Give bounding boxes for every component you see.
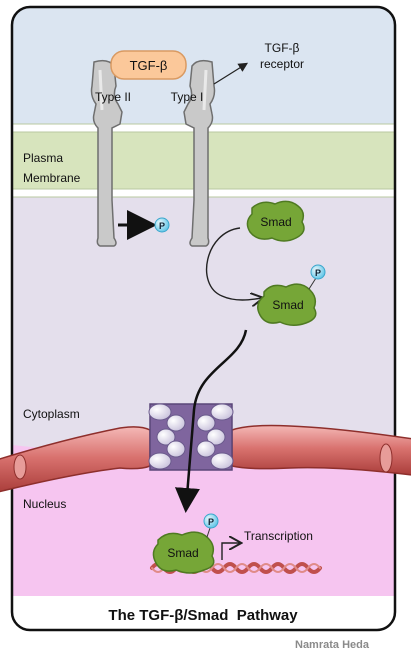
- cytoplasm-label: Cytoplasm: [23, 407, 80, 421]
- transcription-label: Transcription: [244, 529, 313, 543]
- nuclear-translocation-arrow: [174, 329, 248, 513]
- phospho-smad-protein-nucleus: [152, 531, 215, 574]
- type-i-receptor-shape: [183, 59, 216, 247]
- smad-label-3: Smad: [167, 546, 198, 560]
- tgf-beta-ligand: [110, 50, 187, 80]
- receptor-phosphate: [154, 217, 170, 233]
- smad-activation-arrow: [205, 227, 262, 300]
- svg-text:P: P: [208, 517, 214, 527]
- title-band: [12, 596, 395, 630]
- author-credit: Namrata Heda: [295, 639, 370, 651]
- phospho-smad-protein-cytoplasm: [257, 283, 317, 326]
- ligand-label: TGF-β: [130, 58, 168, 73]
- type-ii-receptor-shape: [90, 59, 123, 247]
- type-ii-label: Type II: [95, 90, 131, 104]
- membrane-label-line1: Plasma: [23, 151, 63, 165]
- smad-protein-cytoplasm: [246, 200, 305, 242]
- nucleus-label: Nucleus: [23, 497, 66, 511]
- smad-label-2: Smad: [272, 298, 303, 312]
- membrane-label-line2: Membrane: [23, 171, 81, 185]
- smad-phosphate-cytoplasm: [310, 264, 326, 280]
- svg-text:P: P: [315, 268, 321, 278]
- nuclear-pore-globules: [148, 403, 234, 470]
- smad-label-1: Smad: [260, 215, 291, 229]
- nuclear-envelope-right: [231, 424, 411, 476]
- type-i-label: Type I: [171, 90, 204, 104]
- receptor-label-line2: receptor: [260, 57, 304, 71]
- diagram-frame: [10, 5, 397, 632]
- receptor-label-line1: TGF-β: [265, 41, 300, 55]
- smad-phosphate-nucleus: [203, 513, 219, 529]
- svg-text:P: P: [159, 221, 165, 231]
- diagram-title: The TGF-β/Smad Pathway: [108, 607, 298, 624]
- transcription-start-arrow: [221, 543, 240, 560]
- nucleus-region: [12, 445, 395, 600]
- receptor-pointer-arrow: [213, 62, 249, 85]
